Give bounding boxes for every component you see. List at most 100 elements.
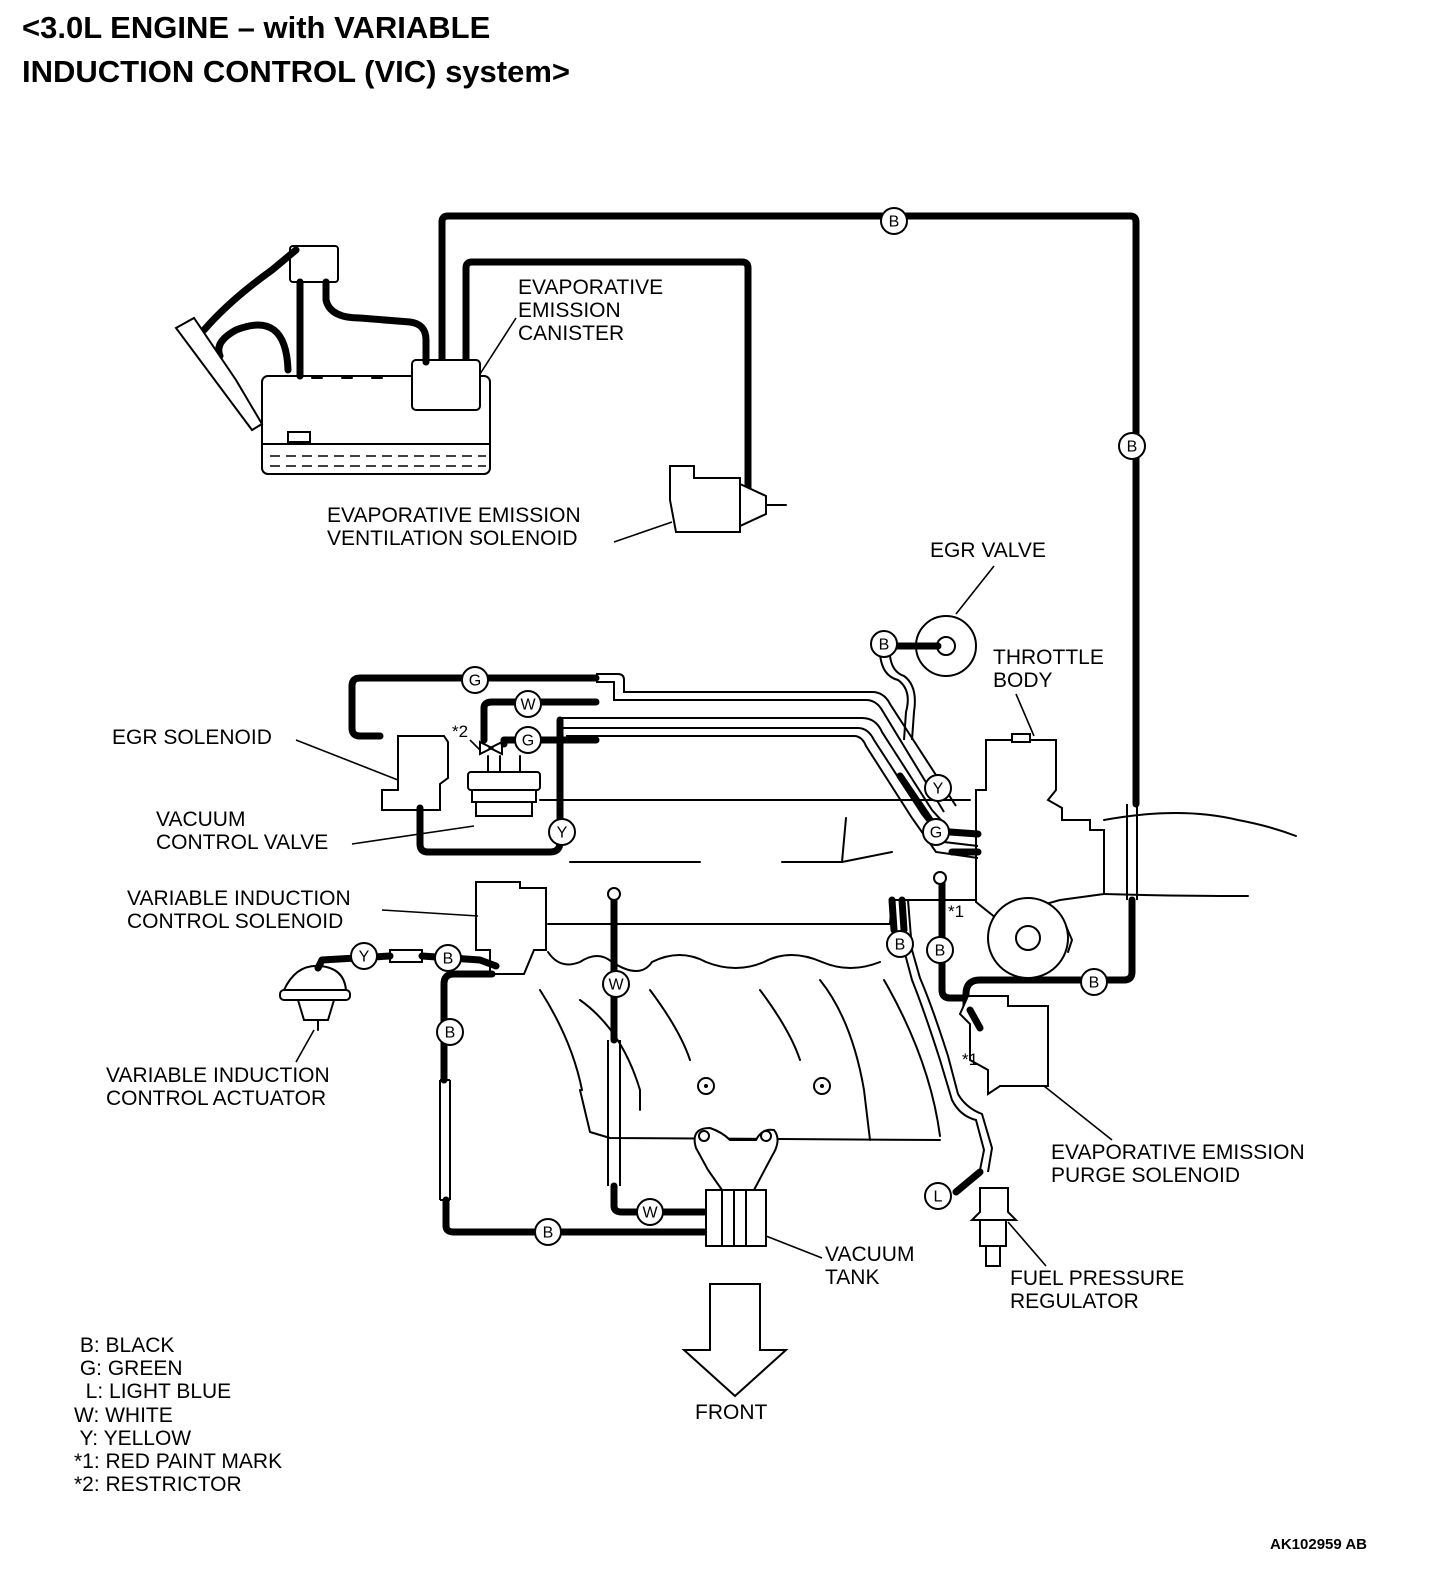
svg-text:B: B <box>889 214 900 231</box>
svg-text:B: B <box>895 937 906 954</box>
label-fuel-pressure-regulator: FUEL PRESSURE REGULATOR <box>1010 1267 1185 1313</box>
svg-text:Y: Y <box>359 949 370 966</box>
hose-yellow-vcv <box>416 716 564 856</box>
hose-canister-to-purge-lower <box>1126 804 1138 900</box>
label-canister: EVAPORATIVE EMISSION CANISTER <box>518 276 664 345</box>
label-vic-solenoid: VARIABLE INDUCTION CONTROL SOLENOID <box>127 887 351 933</box>
hose-purge-to-throttle <box>962 896 1136 1014</box>
legend-restrictor: *2: RESTRICTOR <box>74 1473 242 1497</box>
svg-text:B: B <box>1127 439 1138 456</box>
hose-tag-l-regulator: L <box>924 1182 952 1210</box>
evaporative-emission-ventilation-solenoid <box>669 465 787 533</box>
label-throttle-body: THROTTLE BODY <box>993 646 1104 692</box>
svg-text:Y: Y <box>557 825 568 842</box>
label-mark-restrictor: *2 <box>452 722 469 741</box>
hose-actuator-junction <box>389 949 423 963</box>
svg-text:G: G <box>522 733 534 750</box>
figure-code: AK102959 AB <box>1270 1536 1367 1553</box>
vacuum-control-valve <box>467 740 541 817</box>
svg-text:B: B <box>879 637 890 654</box>
hose-tag-b-top: B <box>880 207 908 235</box>
hose-tag-b-vic: B <box>434 944 462 972</box>
svg-text:W: W <box>608 977 624 994</box>
hose-green-upper <box>348 674 600 740</box>
hose-tag-w-manifold: W <box>602 970 630 998</box>
egr-solenoid <box>381 735 449 811</box>
svg-text:L: L <box>934 1189 943 1206</box>
evaporative-emission-canister <box>174 245 491 475</box>
hose-tag-w-tank: W <box>636 1198 664 1226</box>
hose-manifold-to-regulator <box>899 899 994 1173</box>
hose-tag-y-throttle: Y <box>924 774 952 802</box>
variable-induction-control-solenoid <box>475 881 547 975</box>
front-arrow <box>681 1283 789 1398</box>
legend-light-blue: L: LIGHT BLUE <box>74 1380 232 1404</box>
svg-text:B: B <box>445 1025 456 1042</box>
hose-manifold-white-mid <box>607 1040 621 1186</box>
title-line-1: <3.0L ENGINE – with VARIABLE <box>22 10 491 45</box>
label-mark-red-paint-lower: *1 <box>962 1050 979 1069</box>
label-vic-actuator: VARIABLE INDUCTION CONTROL ACTUATOR <box>106 1064 330 1110</box>
hose-canister-to-purge <box>438 212 1140 808</box>
label-vacuum-tank: VACUUM TANK <box>825 1243 915 1289</box>
fuel-pressure-regulator <box>969 1187 1019 1267</box>
label-mark-red-paint-upper: *1 <box>948 902 965 921</box>
hose-vic-to-tank <box>440 970 496 1084</box>
hose-throttle-black-left <box>888 896 908 934</box>
svg-text:B: B <box>443 951 454 968</box>
hose-vic-to-tank-mid <box>439 1079 451 1201</box>
color-legend: B: BLACK G: GREEN L: LIGHT BLUE W: WHITE… <box>74 1334 282 1496</box>
hose-canister-to-ventilation <box>462 258 752 492</box>
hose-tag-y-vcv: Y <box>548 818 576 846</box>
variable-induction-control-actuator <box>279 964 351 1031</box>
hose-tag-y-actuator: Y <box>350 942 378 970</box>
hose-regulator-blue <box>952 1168 984 1196</box>
hose-tag-b-tank: B <box>534 1218 562 1246</box>
svg-text:B: B <box>543 1225 554 1242</box>
hose-tag-b-egr-valve: B <box>870 630 898 658</box>
legend-white: W: WHITE <box>74 1403 173 1427</box>
hose-white-lead <box>480 698 600 744</box>
hose-tag-g-upper: G <box>461 666 489 694</box>
legend-yellow: Y: YELLOW <box>74 1426 192 1450</box>
label-purge-solenoid: EVAPORATIVE EMISSION PURGE SOLENOID <box>1051 1141 1305 1187</box>
throttle-body <box>975 733 1297 979</box>
legend-green: G: GREEN <box>74 1357 183 1381</box>
hose-green-lead <box>500 736 600 748</box>
hose-white-to-tank <box>610 1182 708 1216</box>
diagram-title: <3.0L ENGINE – with VARIABLE INDUCTION C… <box>22 6 570 94</box>
svg-text:W: W <box>642 1205 658 1222</box>
hose-tag-b-regulator-line: B <box>886 930 914 958</box>
legend-black: B: BLACK <box>74 1334 175 1357</box>
label-front: FRONT <box>695 1401 768 1424</box>
svg-text:B: B <box>935 943 946 960</box>
svg-text:G: G <box>930 825 942 842</box>
svg-text:G: G <box>469 673 481 690</box>
evaporative-emission-purge-solenoid <box>958 995 1049 1096</box>
hose-tag-b-vic-down: B <box>436 1018 464 1046</box>
leader-lines <box>295 317 1113 1267</box>
svg-text:B: B <box>1089 975 1100 992</box>
intake-manifold <box>539 799 979 1141</box>
hose-tag-g-throttle: G <box>922 818 950 846</box>
hose-manifold-to-purge <box>938 876 968 1002</box>
hose-tag-b-purge-line: B <box>926 936 954 964</box>
hose-tag-b-right: B <box>1118 432 1146 460</box>
label-egr-valve: EGR VALVE <box>930 539 1046 562</box>
svg-text:Y: Y <box>933 781 944 798</box>
hose-white-upper <box>596 673 957 813</box>
hose-tag-w-upper: W <box>514 690 542 718</box>
egr-valve <box>879 615 977 741</box>
label-egr-solenoid: EGR SOLENOID <box>112 726 272 749</box>
hose-tag-g-lower: G <box>514 726 542 754</box>
vacuum-tank <box>693 1126 779 1247</box>
hose-tag-b-purge-right: B <box>1080 968 1108 996</box>
label-ventilation-solenoid: EVAPORATIVE EMISSION VENTILATION SOLENOI… <box>327 504 581 550</box>
label-vacuum-control-valve: VACUUM CONTROL VALVE <box>156 808 329 854</box>
hose-green-bundle <box>560 717 979 859</box>
hose-tank-black <box>442 1196 708 1236</box>
svg-text:W: W <box>520 697 536 714</box>
legend-red-paint-mark: *1: RED PAINT MARK <box>74 1450 283 1474</box>
title-line-2: INDUCTION CONTROL (VIC) system> <box>22 54 571 89</box>
